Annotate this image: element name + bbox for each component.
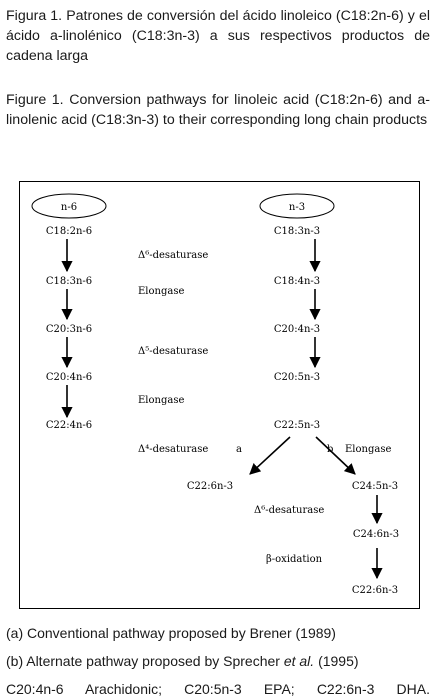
n3-node-2: C18:4n-3 [274,276,320,287]
figure-caption-spanish: Figura 1. Patrones de conversión del áci… [6,8,430,64]
footnote-abbreviations: C20:4n-6 Arachidonic; C20:5n-3 EPA; C22:… [6,681,430,697]
footnote-b-prefix: (b) Alternate pathway proposed by Sprech… [6,653,284,669]
branch-a-arrow [249,436,291,475]
branch-b-node-2: C24:6n-3 [353,529,399,540]
n6-node-3: C20:3n-6 [46,324,92,335]
enzyme-elongase-3: Elongase [345,444,391,455]
enzyme-elongase-2: Elongase [138,395,184,406]
footnote-b: (b) Alternate pathway proposed by Sprech… [6,652,430,670]
n6-node-4: C20:4n-6 [46,372,92,383]
n3-node-4: C20:5n-3 [274,372,320,383]
n3-node-1: C18:3n-3 [274,226,320,237]
branch-b-arrow [315,436,356,475]
enzyme-delta5-desaturase: Δ⁵-desaturase [138,346,208,357]
pathway-diagram: n-6 n-3 C18:2n-6 C18:3n-6 C20:3n-6 C20:4… [31,193,399,596]
enzyme-delta6-desaturase-b: Δ⁶-desaturase [254,505,324,516]
footnote-b-suffix: (1995) [314,653,359,669]
n3-series-oval [259,193,335,219]
n6-node-5: C22:4n-6 [46,420,92,431]
footnote-a: (a) Conventional pathway proposed by Bre… [6,625,336,641]
n6-series-oval [31,193,107,219]
n3-series-label: n-3 [289,202,305,213]
n3-node-5: C22:5n-3 [274,420,320,431]
branch-a-node: C22:6n-3 [187,481,233,492]
beta-oxidation-label: β-oxidation [266,554,323,565]
n6-series-label: n-6 [61,202,77,213]
pathway-figure: n-6 n-3 C18:2n-6 C18:3n-6 C20:3n-6 C20:4… [19,181,420,609]
n6-node-1: C18:2n-6 [46,226,92,237]
footnote-b-etal: et al. [283,653,315,669]
n3-node-3: C20:4n-3 [274,324,320,335]
branch-b-node-1: C24:5n-3 [352,481,398,492]
path-a-label: a [236,444,242,455]
enzyme-delta4-desaturase: Δ⁴-desaturase [138,444,208,455]
enzyme-elongase-1: Elongase [138,286,184,297]
figure-caption-english: Figure 1. Conversion pathways for linole… [6,92,430,128]
branch-b-node-3: C22:6n-3 [352,585,398,596]
enzyme-delta6-desaturase: Δ⁶-desaturase [138,250,208,261]
n6-node-2: C18:3n-6 [46,276,92,287]
